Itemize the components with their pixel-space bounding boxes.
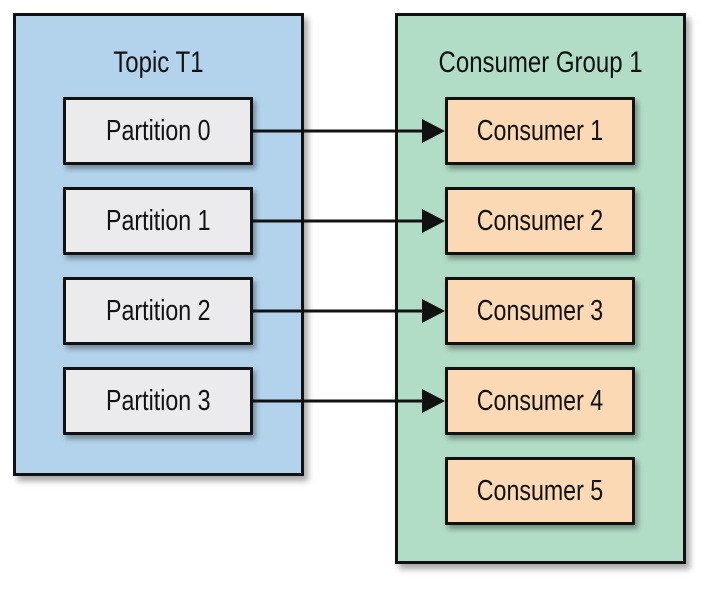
consumer-group-title: Consumer Group 1 [438,46,643,79]
consumer-label: Consumer 1 [476,114,604,147]
consumer-label: Consumer 5 [476,474,604,507]
partition-label: Partition 1 [105,204,211,237]
consumer-label: Consumer 4 [476,384,604,417]
arrowhead-icon [422,389,445,413]
arrowhead-icon [422,299,445,323]
partition-box: Partition 0 [63,97,253,165]
consumer-label: Consumer 2 [476,204,604,237]
partition-label: Partition 2 [105,294,211,327]
arrowhead-icon [422,209,445,233]
consumer-label: Consumer 3 [476,294,604,327]
partition-box: Partition 3 [63,367,253,435]
arrowhead-icon [422,119,445,143]
consumer-box: Consumer 5 [445,457,635,525]
partition-label: Partition 3 [105,384,211,417]
partition-box: Partition 2 [63,277,253,345]
consumer-box: Consumer 2 [445,187,635,255]
topic-title: Topic T1 [113,46,204,79]
partition-box: Partition 1 [63,187,253,255]
consumer-box: Consumer 3 [445,277,635,345]
consumer-box: Consumer 4 [445,367,635,435]
partition-label: Partition 0 [105,114,211,147]
consumer-box: Consumer 1 [445,97,635,165]
